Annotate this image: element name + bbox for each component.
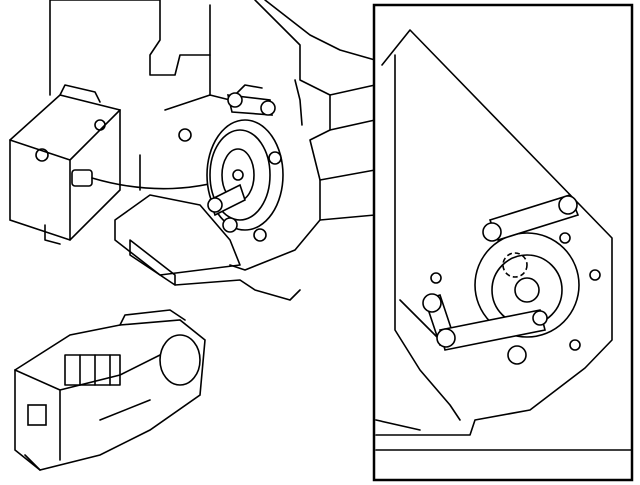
detail-inset	[372, 3, 634, 482]
door-gear-linkage	[178, 79, 303, 242]
hvac-housing	[49, 0, 376, 301]
vent-grille	[64, 354, 121, 386]
actuator-connector	[71, 169, 93, 187]
actuator-motor	[9, 84, 121, 245]
hvac-unit-overview	[14, 309, 206, 471]
actuator-location-marker	[27, 404, 47, 426]
